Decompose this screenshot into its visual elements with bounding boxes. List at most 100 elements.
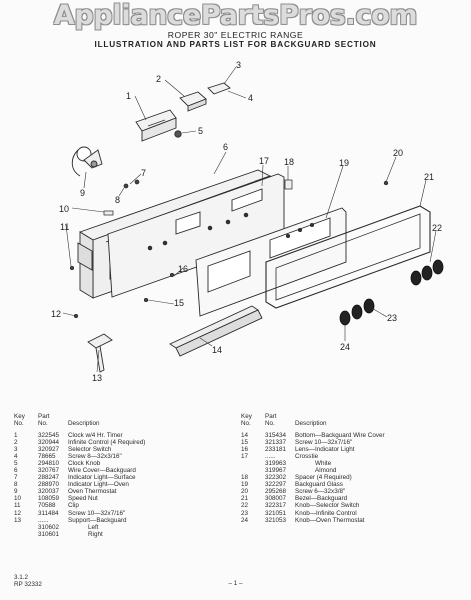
part-no: ...... (38, 516, 49, 524)
page-number: – 1 – (228, 580, 243, 587)
key-no: 10 (14, 495, 22, 503)
key-no: 2 (14, 439, 18, 447)
callout-4: 4 (248, 93, 253, 103)
crosstie-panel (107, 173, 285, 298)
description: Right (88, 530, 103, 538)
callout-9: 9 (80, 188, 85, 198)
key-no: 18 (241, 474, 249, 482)
part-no: 320944 (38, 439, 60, 447)
callout-22: 22 (432, 223, 442, 233)
table-row: 17...... Crosstie (241, 453, 470, 460)
key-no: 9 (14, 488, 18, 496)
part-no: 295268 (265, 488, 287, 496)
part-no: 322297 (265, 481, 287, 489)
key-no: 17 (241, 453, 249, 461)
part-no: 319967 (265, 467, 287, 475)
callout-19: 19 (339, 158, 349, 168)
description: Screw 10—32x7/16" (68, 509, 126, 517)
key-no-header: Key No. (241, 413, 252, 428)
parts-table-right-header: Key No. Part No. Description (241, 413, 450, 427)
callout-numbers: 1 2 3 4 5 6 7 8 9 10 11 12 13 14 15 16 1… (51, 60, 442, 383)
support-backguard (87, 333, 113, 373)
key-no: 16 (241, 446, 249, 454)
table-row: 21 308007 Bezel—Backguard (241, 495, 470, 502)
callout-11: 11 (60, 222, 69, 232)
callout-20: 20 (393, 148, 403, 158)
callout-6: 6 (223, 142, 228, 152)
key-no (14, 531, 38, 538)
description: Clock w/4 Hr. Timer (68, 432, 123, 439)
leader-lines (62, 66, 437, 373)
footer-line-1: 3.1.2 (14, 574, 29, 581)
table-row: 319963 White (241, 460, 470, 467)
description: Infinite Control (4 Required) (68, 439, 146, 447)
part-no: 108059 (38, 495, 60, 503)
part-no: 319963 (265, 460, 287, 468)
callout-12: 12 (51, 309, 61, 319)
description: Lens—Indicator Light (295, 446, 355, 454)
description: Clock Knob (68, 460, 101, 468)
part-no: 78665 (38, 453, 56, 461)
callout-24: 24 (340, 342, 350, 352)
document-code: 3.1.2 RP 32332 (14, 574, 42, 588)
key-no: 24 (241, 516, 249, 524)
description: Wire Cover—Backguard (68, 467, 136, 475)
key-no: 5 (14, 460, 18, 468)
bottom-wire-cover (169, 305, 263, 357)
key-no-header: Key No. (14, 413, 25, 428)
callout-23: 23 (387, 313, 397, 323)
part-no: 321053 (265, 516, 287, 524)
watermark: AppliancePartsPros.com (53, 0, 418, 31)
key-no: 13 (14, 516, 22, 524)
key-no: 12 (14, 509, 22, 517)
description: Indicator Light—Oven (68, 481, 129, 489)
part-no: 311484 (38, 509, 59, 517)
key-no: 8 (14, 481, 18, 489)
key-no: 21 (241, 495, 249, 503)
callout-3: 3 (236, 60, 241, 70)
key-no: 19 (241, 481, 249, 489)
callout-8: 8 (115, 195, 120, 205)
description: Support—Backguard (68, 516, 127, 524)
description: Bottom—Backguard Wire Cover (295, 432, 385, 439)
part-no: ...... (265, 453, 276, 461)
description: Bezel—Backguard (295, 495, 348, 503)
table-row: 10 108059 Speed Nut (14, 495, 243, 502)
oven-thermostat (71, 146, 103, 177)
part-no: 322545 (38, 432, 60, 439)
key-no: 15 (241, 439, 249, 447)
document-title: ROPER 30" ELECTRIC RANGE (167, 30, 304, 40)
part-no: 322317 (265, 502, 287, 510)
document-subtitle: ILLUSTRATION AND PARTS LIST FOR BACKGUAR… (94, 40, 377, 49)
callout-1: 1 (126, 91, 131, 101)
callout-14: 14 (212, 345, 222, 355)
part-no: 320037 (38, 488, 60, 496)
key-no: 7 (14, 474, 18, 482)
description: Knob—Infinite Control (295, 509, 357, 517)
description: White (315, 460, 332, 468)
part-no: 321051 (265, 509, 287, 517)
description: Crosstie (295, 453, 319, 461)
parts-table-left-header: Key No. Part No. Description (14, 413, 223, 427)
callout-15: 15 (174, 298, 184, 308)
description: Speed Nut (68, 495, 98, 503)
callout-7: 7 (141, 168, 146, 178)
part-no: 308007 (265, 495, 287, 503)
part-no-header: Part No. (38, 413, 50, 428)
footer-line-2: RP 32332 (14, 581, 42, 588)
